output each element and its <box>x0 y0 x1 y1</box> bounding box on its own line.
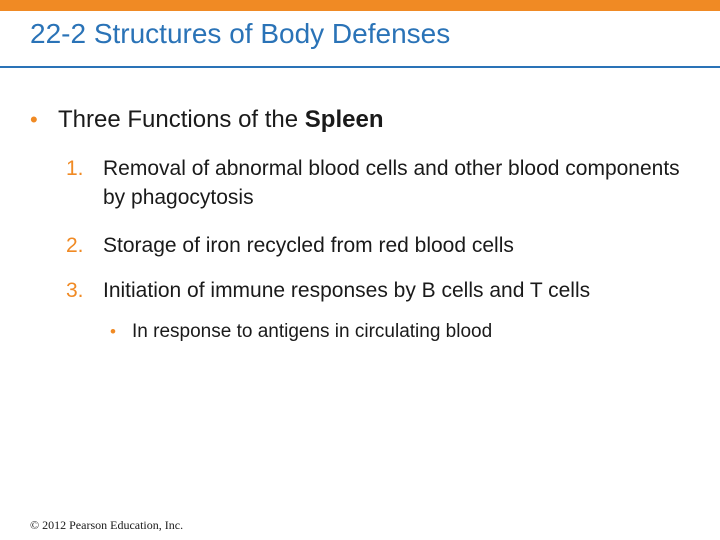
list-item-number: 2. <box>66 234 84 257</box>
list-item: 1. Removal of abnormal blood cells and o… <box>66 154 686 213</box>
bullet-marker: • <box>30 107 38 132</box>
sub-bullet-marker: • <box>110 322 116 341</box>
copyright-notice: © 2012 Pearson Education, Inc. <box>30 518 184 532</box>
slide-title: 22-2 Structures of Body Defenses <box>30 18 451 49</box>
list-item: 3. Initiation of immune responses by B c… <box>66 276 686 305</box>
sub-bullet-text: In response to antigens in circulating b… <box>132 321 493 342</box>
list-item: 2. Storage of iron recycled from red blo… <box>66 231 686 260</box>
list-item-text: Initiation of immune responses by B cell… <box>103 279 591 302</box>
title-divider <box>0 66 720 68</box>
main-bullet: • Three Functions of the Spleen <box>30 106 384 134</box>
bullet-text: Three Functions of the <box>58 106 305 133</box>
list-item-text: Removal of abnormal blood cells and othe… <box>103 157 680 210</box>
list-item-number: 1. <box>66 157 84 180</box>
top-accent-bar <box>0 0 720 11</box>
bullet-bold-text: Spleen <box>304 106 384 133</box>
list-item-number: 3. <box>66 279 84 302</box>
list-item-text: Storage of iron recycled from red blood … <box>103 234 514 257</box>
sub-bullet: • In response to antigens in circulating … <box>110 321 492 343</box>
